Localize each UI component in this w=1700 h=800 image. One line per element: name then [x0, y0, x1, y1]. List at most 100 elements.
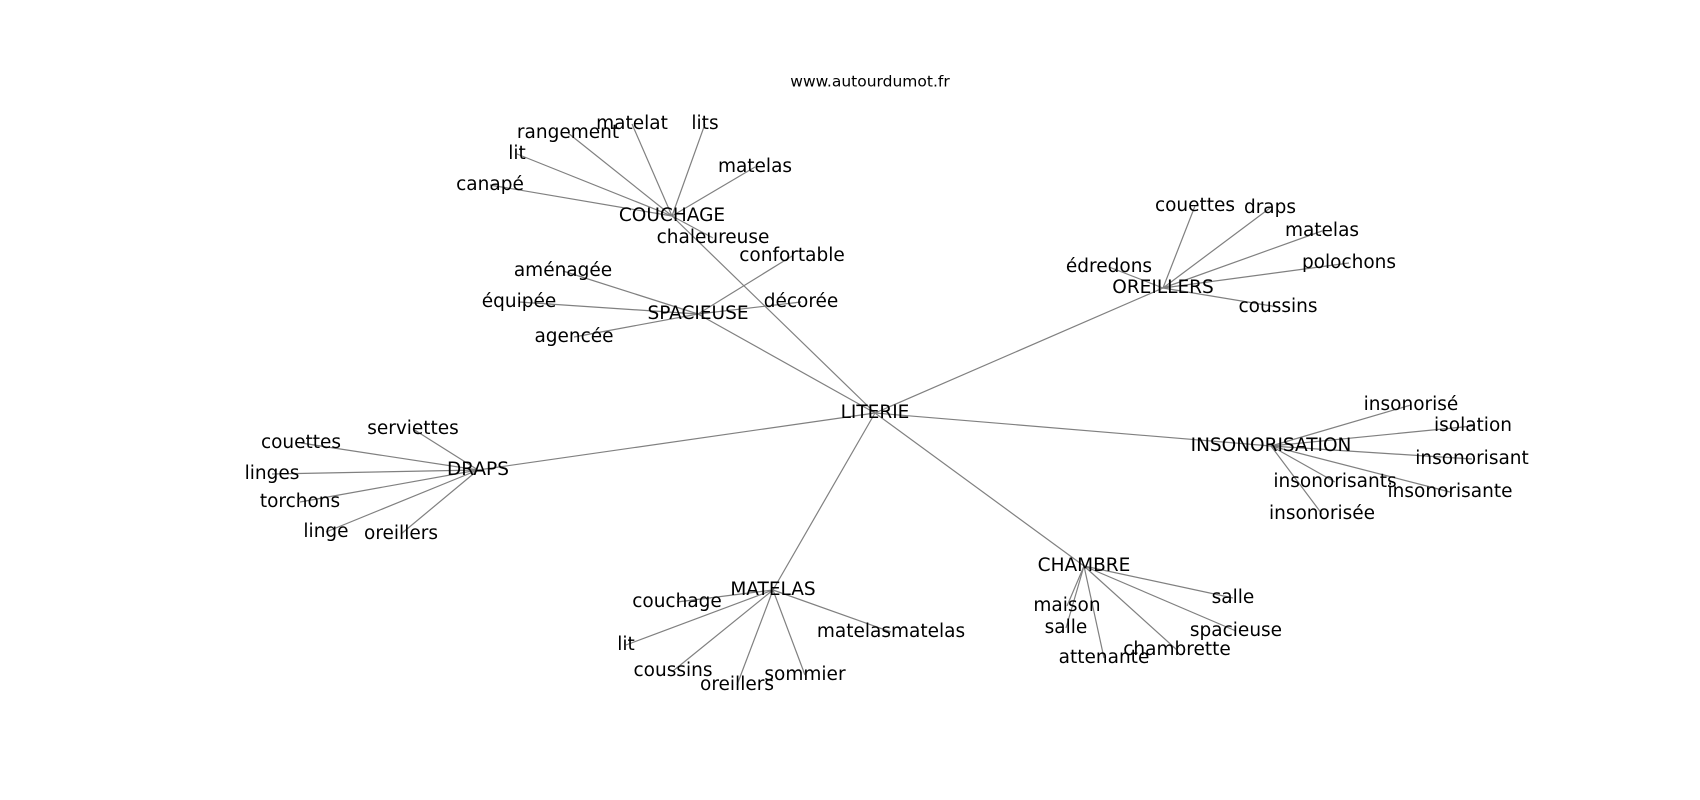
- word-label: insonorisante: [1388, 481, 1513, 502]
- word-label: couettes: [261, 432, 341, 453]
- word-label: sommier: [764, 664, 846, 685]
- edge-hub-to-word: [1270, 445, 1473, 460]
- word-label: matelas: [1285, 220, 1359, 241]
- edge-center-to-hub: [697, 313, 876, 414]
- edge-center-to-hub: [671, 215, 876, 414]
- word-label: isolation: [1434, 415, 1512, 436]
- word-label: insonorisant: [1415, 448, 1529, 469]
- word-label: serviettes: [367, 418, 459, 439]
- edge-hub-to-word: [1270, 445, 1451, 493]
- edge-hub-to-word: [671, 123, 706, 217]
- word-label: salle: [1212, 587, 1255, 608]
- word-label: décorée: [764, 291, 839, 312]
- edge-hub-to-word: [299, 469, 479, 503]
- edge-hub-to-word: [1162, 205, 1196, 289]
- hub-label: INSONORISATION: [1191, 435, 1352, 456]
- word-label: rangement: [517, 122, 619, 143]
- word-label: couchage: [632, 591, 722, 612]
- word-label: attenante: [1059, 647, 1150, 668]
- word-label: matelat: [596, 113, 668, 134]
- edge-center-to-hub: [477, 412, 876, 471]
- edge-hub-to-word: [1108, 266, 1164, 289]
- edge-hub-to-word: [1162, 230, 1323, 289]
- word-label: aménagée: [514, 260, 612, 281]
- hub-label: OREILLERS: [1112, 277, 1213, 298]
- edge-hub-to-word: [489, 184, 673, 217]
- word-label: confortable: [739, 245, 845, 266]
- word-label: insonorisé: [1364, 394, 1459, 415]
- word-label: agencée: [534, 326, 613, 347]
- word-label: lit: [508, 143, 526, 164]
- hub-label: COUCHAGE: [619, 205, 725, 226]
- word-label: lits: [691, 113, 718, 134]
- edge-hub-to-word: [736, 589, 774, 686]
- hub-label: CHAMBRE: [1038, 555, 1131, 576]
- word-label: équipée: [482, 291, 557, 312]
- edge-hub-to-word: [625, 589, 774, 646]
- edge-hub-to-word: [671, 215, 714, 239]
- edge-hub-to-word: [1065, 565, 1085, 629]
- hub-label: DRAPS: [447, 459, 509, 480]
- word-label: oreillers: [364, 523, 438, 544]
- edge-center-to-hub: [874, 412, 1085, 567]
- word-label: linges: [245, 463, 300, 484]
- word-label: oreillers: [700, 674, 774, 695]
- word-label: matelasmatelas: [817, 621, 965, 642]
- word-label: insonorisants: [1273, 471, 1396, 492]
- edge-hub-to-word: [1270, 445, 1323, 515]
- edge-hub-to-word: [676, 589, 774, 603]
- edge-hub-to-word: [271, 469, 479, 475]
- word-label: coussins: [1239, 296, 1318, 317]
- edge-hub-to-word: [518, 301, 699, 315]
- edge-hub-to-word: [300, 442, 479, 471]
- edge-hub-to-word: [1270, 404, 1412, 447]
- edge-hub-to-word: [671, 166, 756, 217]
- word-label: salle: [1045, 617, 1088, 638]
- word-label: draps: [1244, 197, 1296, 218]
- edge-hub-to-word: [772, 589, 892, 633]
- word-label: édredons: [1066, 256, 1152, 277]
- word-label: linge: [303, 521, 348, 542]
- word-label: coussins: [634, 660, 713, 681]
- edge-center-to-hub: [874, 287, 1164, 414]
- word-label: spacieuse: [1190, 620, 1282, 641]
- edges-layer: [271, 123, 1474, 686]
- edge-hub-to-word: [672, 589, 774, 672]
- edge-hub-to-word: [697, 255, 793, 315]
- word-label: couettes: [1155, 195, 1235, 216]
- edge-hub-to-word: [1270, 425, 1474, 447]
- edge-hub-to-word: [1270, 445, 1336, 483]
- edge-hub-to-word: [1083, 565, 1105, 659]
- edge-hub-to-word: [1066, 565, 1085, 607]
- word-label: chaleureuse: [657, 227, 770, 248]
- site-watermark: www.autourdumot.fr: [790, 73, 950, 91]
- edge-hub-to-word: [1162, 207, 1271, 289]
- edge-hub-to-word: [1083, 565, 1178, 651]
- hub-label: SPACIEUSE: [647, 303, 748, 324]
- edge-hub-to-word: [573, 313, 699, 338]
- edge-center-to-hub: [772, 412, 876, 591]
- word-label: canapé: [456, 174, 524, 195]
- edge-hub-to-word: [697, 301, 802, 315]
- edge-hub-to-word: [567, 132, 673, 217]
- word-label: polochons: [1302, 252, 1396, 273]
- edge-hub-to-word: [516, 153, 673, 217]
- edge-hub-to-word: [1162, 287, 1279, 308]
- word-label: chambrette: [1123, 639, 1230, 660]
- word-label: lit: [617, 634, 635, 655]
- edge-hub-to-word: [325, 469, 479, 533]
- edge-hub-to-word: [631, 123, 673, 217]
- word-label: torchons: [260, 491, 340, 512]
- edge-hub-to-word: [1083, 565, 1237, 632]
- edge-hub-to-word: [412, 428, 479, 471]
- edge-hub-to-word: [562, 270, 699, 315]
- edge-hub-to-word: [1162, 262, 1350, 289]
- center-label: LITERIE: [841, 402, 910, 423]
- hub-label: MATELAS: [730, 579, 815, 600]
- edge-hub-to-word: [400, 469, 479, 535]
- word-label: matelas: [718, 156, 792, 177]
- edge-center-to-hub: [874, 412, 1272, 447]
- edge-hub-to-word: [772, 589, 806, 676]
